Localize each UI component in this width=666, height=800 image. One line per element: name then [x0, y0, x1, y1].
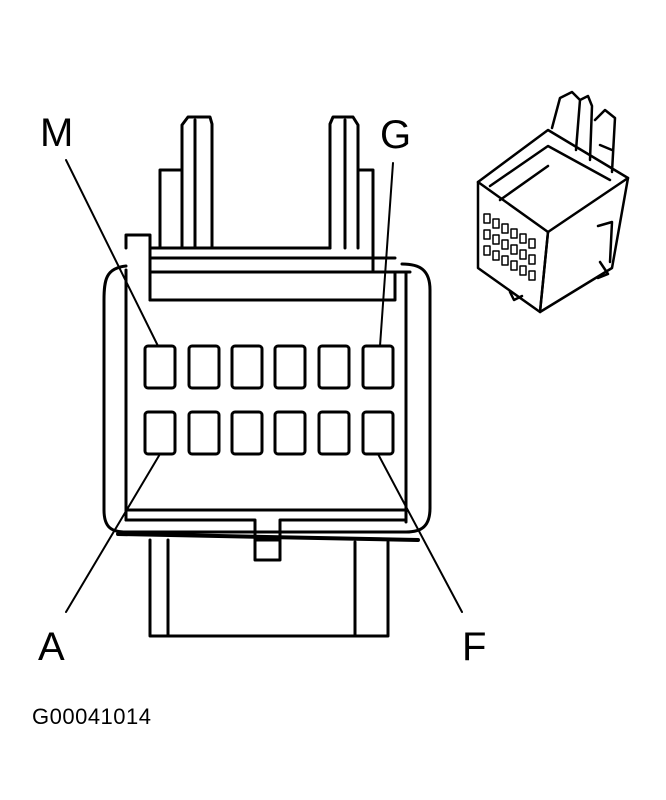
label-m: M [40, 111, 73, 155]
pin-cavity [273, 410, 307, 456]
iso-pin [483, 213, 491, 224]
iso-latch-right [593, 108, 617, 174]
pin-row-top [143, 344, 395, 390]
iso-pin [501, 239, 509, 250]
iso-pin [519, 233, 527, 244]
latch-left-inner [180, 118, 197, 250]
leader-g [379, 162, 394, 347]
label-g: G [380, 113, 411, 157]
top-left-post [124, 233, 152, 302]
latch-left [158, 115, 214, 250]
iso-pin [528, 254, 536, 265]
lower-skirt [148, 538, 390, 638]
iso-latch [550, 90, 594, 162]
pin-cavity [361, 344, 395, 390]
bottom-rail [124, 508, 408, 542]
iso-pin [519, 249, 527, 260]
pin-cavity [361, 410, 395, 456]
leader-m [65, 159, 159, 347]
housing-base-edge [116, 532, 420, 542]
latch-right [328, 115, 375, 272]
iso-pin [501, 223, 509, 234]
iso-pin [510, 244, 518, 255]
pin-cavity [143, 410, 177, 456]
iso-pin [483, 229, 491, 240]
leader-f [377, 453, 463, 613]
connector-iso-view [476, 90, 630, 314]
iso-pin [528, 270, 536, 281]
iso-pin [510, 228, 518, 239]
iso-pin [510, 260, 518, 271]
housing-outer [102, 262, 432, 534]
leader-a [65, 453, 161, 613]
pin-cavity [230, 410, 264, 456]
pin-cavity [230, 344, 264, 390]
leader-lines [65, 159, 463, 613]
iso-right-face [538, 176, 630, 314]
pin-cavity [317, 410, 351, 456]
iso-bottom-clip [508, 290, 524, 302]
iso-pin [483, 245, 491, 256]
pin-cavity [187, 344, 221, 390]
label-a: A [38, 625, 65, 669]
top-bar [148, 246, 397, 260]
figure-id: G00041014 [32, 704, 152, 729]
connector-face: M G A F [38, 111, 486, 669]
iso-pin [492, 218, 500, 229]
housing-inner [124, 262, 412, 524]
iso-pin [492, 234, 500, 245]
pin-cavity [143, 344, 177, 390]
iso-pin-grid [483, 213, 536, 281]
bottom-key [253, 538, 282, 562]
cavity-top [148, 270, 397, 302]
pin-cavity [317, 344, 351, 390]
iso-front-face [476, 180, 550, 314]
iso-top-face [476, 128, 630, 234]
iso-side-detail [596, 220, 614, 280]
pin-row-bottom [143, 410, 395, 456]
latch-right-inner [343, 118, 360, 250]
iso-pin [519, 265, 527, 276]
label-f: F [462, 625, 486, 669]
pin-cavity [187, 410, 221, 456]
iso-pin [501, 255, 509, 266]
pin-cavity [273, 344, 307, 390]
iso-pin [492, 250, 500, 261]
iso-top-ridge [488, 144, 612, 202]
iso-pin [528, 238, 536, 249]
